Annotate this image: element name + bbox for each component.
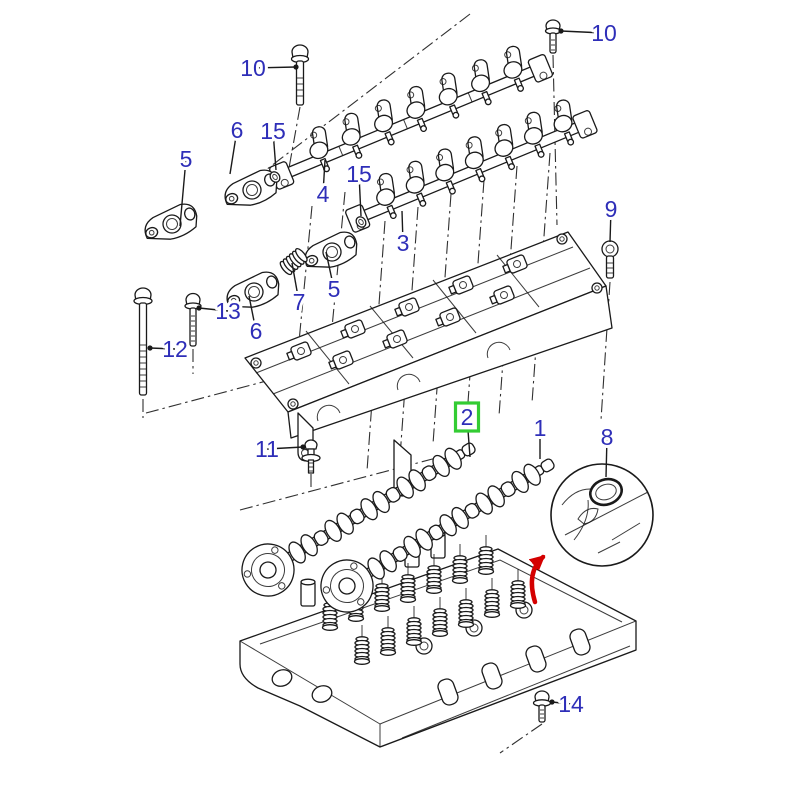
bolt-12 bbox=[133, 287, 153, 396]
callout-1[interactable]: 1 bbox=[531, 412, 549, 459]
bolt-9 bbox=[601, 240, 619, 279]
washer-15-upper bbox=[269, 171, 281, 183]
detail-view-circle bbox=[550, 463, 654, 567]
svg-text:8: 8 bbox=[601, 424, 614, 450]
cylinder-head bbox=[239, 530, 637, 748]
svg-text:4: 4 bbox=[317, 181, 330, 207]
rocker-arm-5-upper bbox=[139, 200, 203, 248]
rocker-shaft-assembly-3 bbox=[345, 95, 598, 233]
svg-text:5: 5 bbox=[180, 146, 193, 172]
bolt-14 bbox=[532, 690, 552, 723]
callout-13[interactable]: 13 bbox=[196, 295, 244, 327]
svg-text:15: 15 bbox=[260, 118, 286, 144]
callout-10[interactable]: 10 bbox=[558, 17, 620, 49]
callout-3[interactable]: 3 bbox=[394, 210, 412, 259]
svg-text:5: 5 bbox=[328, 276, 341, 302]
svg-text:7: 7 bbox=[293, 289, 306, 315]
callout-5[interactable]: 5 bbox=[325, 251, 343, 305]
bolt-11 bbox=[301, 439, 321, 474]
callout-15[interactable]: 15 bbox=[343, 158, 375, 217]
svg-text:6: 6 bbox=[250, 318, 263, 344]
callout-11[interactable]: 11 bbox=[252, 433, 306, 465]
callout-4[interactable]: 4 bbox=[314, 159, 333, 210]
svg-text:10: 10 bbox=[591, 20, 617, 46]
callout-6[interactable]: 6 bbox=[247, 295, 265, 347]
callout-15[interactable]: 15 bbox=[257, 115, 289, 171]
detail-pointer-arrow bbox=[528, 554, 546, 605]
callout-14[interactable]: 14 bbox=[549, 688, 587, 720]
callout-10[interactable]: 10 bbox=[237, 52, 299, 84]
callout-9[interactable]: 9 bbox=[602, 193, 620, 243]
svg-text:12: 12 bbox=[162, 336, 188, 362]
callout-6[interactable]: 6 bbox=[228, 114, 246, 175]
washer-15-lower bbox=[355, 216, 367, 228]
svg-text:14: 14 bbox=[558, 691, 584, 717]
bolt-10-right bbox=[544, 19, 562, 54]
svg-text:15: 15 bbox=[346, 161, 372, 187]
svg-text:2: 2 bbox=[461, 404, 474, 430]
svg-text:13: 13 bbox=[215, 298, 241, 324]
spring-7 bbox=[279, 248, 308, 276]
svg-text:1: 1 bbox=[534, 415, 547, 441]
svg-text:6: 6 bbox=[231, 117, 244, 143]
callout-7[interactable]: 7 bbox=[290, 262, 308, 318]
bolt-10-left bbox=[290, 44, 310, 106]
bolt-13 bbox=[184, 292, 202, 347]
svg-text:9: 9 bbox=[605, 196, 618, 222]
cam-carrier bbox=[244, 231, 613, 497]
svg-text:3: 3 bbox=[397, 230, 410, 256]
callout-2[interactable]: 2 bbox=[453, 401, 481, 458]
callout-12[interactable]: 12 bbox=[147, 333, 191, 365]
highlight-box bbox=[453, 401, 481, 433]
svg-text:10: 10 bbox=[240, 55, 266, 81]
svg-text:11: 11 bbox=[255, 436, 279, 462]
callout-5[interactable]: 5 bbox=[177, 143, 195, 227]
callout-8[interactable]: 8 bbox=[598, 421, 616, 478]
camshaft-seal-8 bbox=[589, 477, 623, 507]
